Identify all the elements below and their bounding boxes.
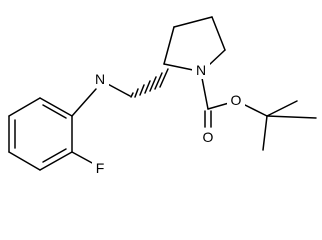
aromatic-double-bond: [42, 148, 67, 163]
ester-oxygen-label: O: [231, 92, 242, 108]
atom-fluorine: F: [92, 159, 108, 177]
hashed-wedge-bond: [130, 68, 169, 98]
atom-amine-nitrogen: N: [91, 70, 109, 88]
bond: [208, 49, 226, 66]
atom-carbonyl-oxygen: O: [199, 128, 217, 146]
bond: [266, 115, 317, 119]
molecule-structure: N F N O O: [8, 16, 317, 177]
o-tbu-bond: [240, 102, 268, 117]
bond: [8, 97, 41, 117]
carbonyl-oxygen-label: O: [203, 129, 214, 145]
bond: [262, 115, 268, 151]
bond: [163, 26, 175, 65]
aryl-n-bond: [71, 88, 97, 117]
bond: [266, 100, 298, 117]
c-o-ester-bond: [207, 102, 230, 110]
aromatic-double-bond: [42, 104, 67, 119]
bond: [163, 63, 194, 71]
ring-nitrogen-label: N: [196, 62, 206, 78]
benzene-ring: [8, 97, 73, 171]
bond: [173, 16, 213, 28]
n-carbonyl-bond: [201, 77, 209, 110]
bond: [211, 16, 226, 51]
tert-butyl-group: [262, 100, 317, 151]
bond: [39, 151, 73, 171]
pyrrolidine-ring: [163, 16, 226, 71]
bond: [8, 151, 41, 171]
amine-nitrogen-label: N: [95, 71, 105, 87]
atom-ester-oxygen: O: [227, 91, 245, 109]
aryl-f-bond: [71, 151, 95, 165]
atom-ring-nitrogen: N: [192, 61, 210, 79]
bond: [39, 97, 73, 117]
fluorine-label: F: [96, 160, 105, 176]
